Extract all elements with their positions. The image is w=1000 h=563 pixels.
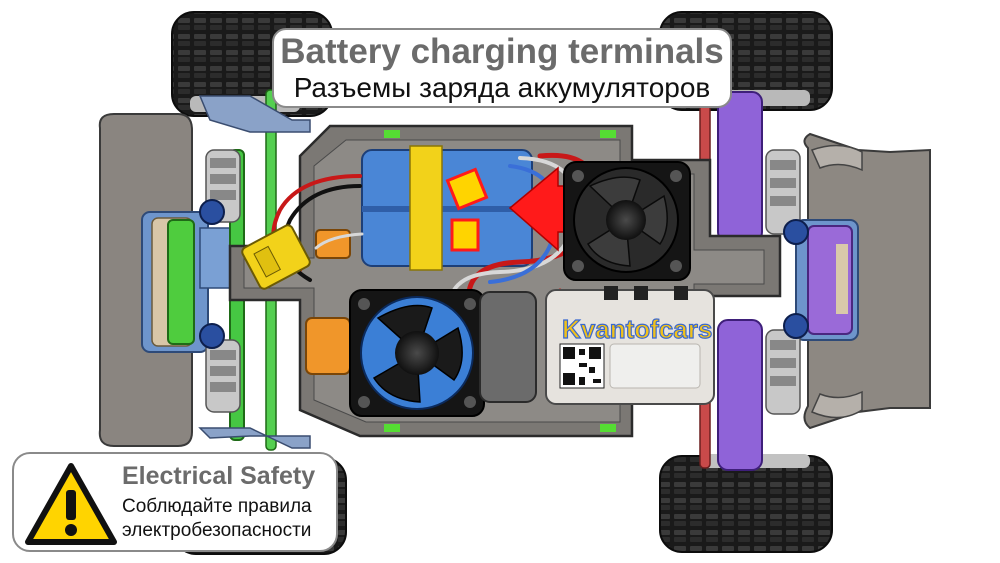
battery-pack <box>361 145 533 271</box>
board-brand-label: Kvantofcars <box>562 314 712 344</box>
safety-title: Electrical Safety <box>122 462 316 490</box>
callout-title-english: Battery charging terminals <box>280 32 724 71</box>
cooling-fan-top <box>563 161 691 281</box>
charging-terminal-1 <box>445 167 489 211</box>
xt60-connector <box>241 224 311 290</box>
qr-code-icon <box>559 343 605 389</box>
controller-board: Kvantofcars <box>545 286 715 405</box>
motor <box>479 291 537 403</box>
speed-controller <box>305 317 351 375</box>
warning-triangle-icon <box>25 463 117 545</box>
safety-line-1: Соблюдайте правила <box>122 496 312 517</box>
rear-bumper <box>803 132 931 430</box>
charging-terminals-callout: Battery charging terminals Разъемы заряд… <box>272 28 732 108</box>
cooling-fan-bottom <box>349 289 485 417</box>
electrical-safety-callout: Electrical Safety Соблюдайте правила эле… <box>12 452 338 552</box>
charging-terminal-2 <box>450 218 480 252</box>
safety-line-2: электробезопасности <box>122 520 312 541</box>
callout-title-russian: Разъемы заряда аккумуляторов <box>293 72 711 103</box>
